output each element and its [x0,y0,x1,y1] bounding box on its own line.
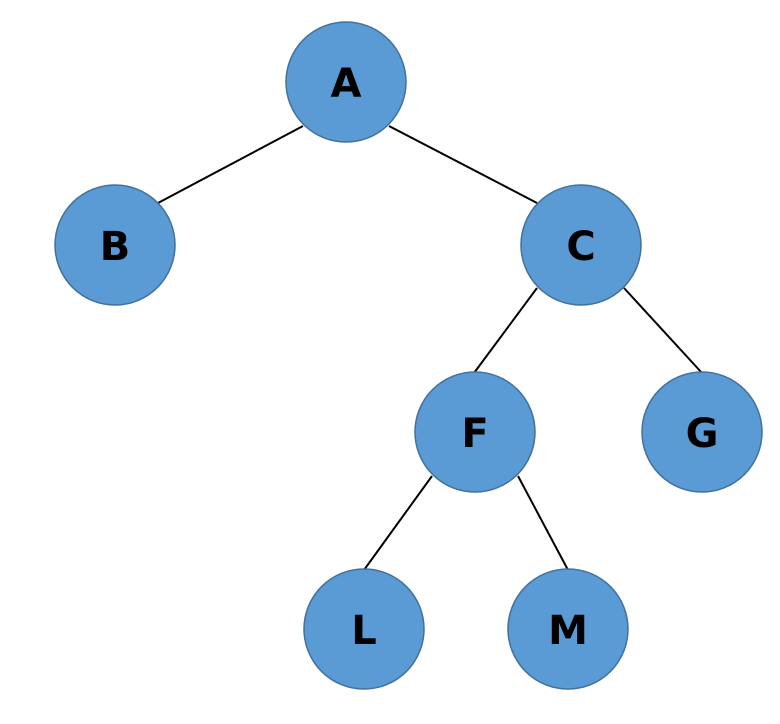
node-b-label: B [100,224,131,270]
node-l: L [303,568,425,690]
node-f-circle [414,371,536,493]
edge-a-c [388,125,538,204]
edges [157,125,703,571]
node-g-circle [641,371,763,493]
edge-f-m [517,475,569,571]
node-f: F [414,371,536,493]
node-l-circle [303,568,425,690]
node-m-label: M [548,608,588,654]
node-l-label: L [351,608,377,654]
node-b-circle [54,184,176,306]
node-m-circle [507,568,629,690]
node-g-label: G [686,411,719,457]
edge-a-b [157,125,304,204]
node-c-label: C [566,224,595,270]
node-b: B [54,184,176,306]
node-a-circle [285,21,407,143]
edge-c-g [623,287,703,374]
node-a-label: A [331,61,362,107]
node-g: G [641,371,763,493]
node-c: C [520,184,642,306]
node-f-label: F [461,411,488,457]
edge-c-f [473,287,538,374]
node-a: A [285,21,407,143]
node-c-circle [520,184,642,306]
node-m: M [507,568,629,690]
edge-f-l [363,475,433,571]
